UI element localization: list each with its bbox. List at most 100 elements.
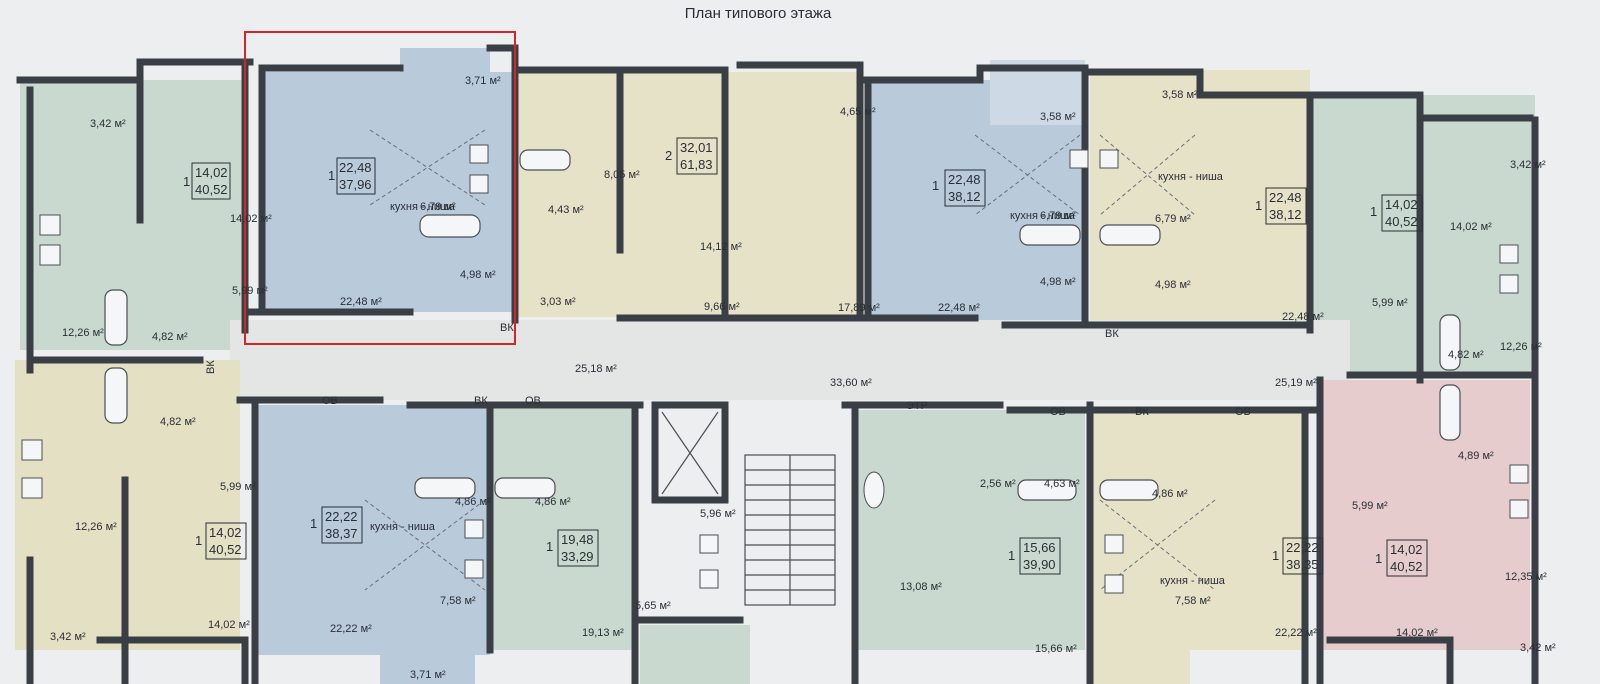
unit-living-area: 22,48 bbox=[948, 172, 981, 187]
kitchen-niche-label: кухня - ниша bbox=[1010, 210, 1076, 222]
room-area: 22,22 м² bbox=[330, 623, 372, 635]
room-area: 17,89 м² bbox=[838, 302, 880, 314]
unit-total-area: 37,96 bbox=[339, 177, 372, 192]
room-area: 4,82 м² bbox=[152, 331, 188, 343]
unit-rooms: 1 bbox=[1255, 198, 1262, 213]
room-area: 5,99 м² bbox=[220, 481, 256, 493]
kitchen-niche-label: ОВ bbox=[525, 395, 541, 407]
kitchen-niche-label: ВК bbox=[205, 360, 217, 374]
unit-rooms: 1 bbox=[1370, 204, 1377, 219]
unit-rooms: 1 bbox=[310, 516, 317, 531]
room-area: 14,02 м² bbox=[1450, 221, 1492, 233]
unit-rooms: 1 bbox=[1272, 548, 1279, 563]
room-area: 5,96 м² bbox=[700, 508, 736, 520]
selected-apartment-highlight bbox=[244, 31, 516, 345]
unit-rooms: 1 bbox=[932, 178, 939, 193]
unit-total-area: 39,90 bbox=[1023, 557, 1056, 572]
room-area: 14,02 м² bbox=[1396, 627, 1438, 639]
room-area: 4,82 м² bbox=[160, 416, 196, 428]
bathtubs bbox=[104, 149, 1461, 501]
kitchen-niche-label: кухня - ниша bbox=[390, 201, 456, 213]
room-area: 5,99 м² bbox=[232, 285, 268, 297]
room-area: 5,65 м² bbox=[635, 600, 671, 612]
kitchen-niche-label: ОВ bbox=[1050, 406, 1066, 418]
room-area: 5,99 м² bbox=[1352, 500, 1388, 512]
room-area: 8,05 м² bbox=[604, 169, 640, 181]
room-area: 9,66 м² bbox=[704, 301, 740, 313]
unit-living-area: 14,02 bbox=[209, 525, 242, 540]
room-area: 14,12 м² bbox=[700, 241, 742, 253]
room-area: 15,66 м² bbox=[1035, 643, 1077, 655]
room-area: 4,98 м² bbox=[1155, 279, 1191, 291]
room-area: 3,58 м² bbox=[1162, 89, 1198, 101]
kitchen-niche-label: кухня - ниша bbox=[1160, 575, 1226, 587]
room-area: 4,98 м² bbox=[460, 269, 496, 281]
room-area: 22,48 м² bbox=[938, 302, 980, 314]
unit-rooms: 1 bbox=[195, 533, 202, 548]
unit-living-area: 22,22 bbox=[325, 509, 358, 524]
room-area: 4,98 м² bbox=[1040, 276, 1076, 288]
unit-living-area: 22,22 bbox=[1286, 540, 1319, 555]
unit-total-area: 38,12 bbox=[1269, 207, 1302, 222]
room-area: 3,71 м² bbox=[410, 669, 446, 681]
room-area: 4,86 м² bbox=[535, 496, 571, 508]
room-area: 4,63 м² bbox=[1044, 478, 1080, 490]
room-area: 4,65 м² bbox=[840, 106, 876, 118]
unit-living-area: 19,48 bbox=[561, 532, 594, 547]
room-area: 4,43 м² bbox=[548, 204, 584, 216]
unit-rooms: 2 bbox=[665, 148, 672, 163]
room-area: 3,42 м² bbox=[1510, 159, 1546, 171]
unit-total-area: 38,12 bbox=[948, 189, 981, 204]
kitchen-niche-label: ОВ bbox=[322, 395, 338, 407]
unit-labels: 1 14,02 40,52 1 22,48 37,96 2 32,01 61,8… bbox=[183, 137, 1428, 577]
plan-title: План типового этажа bbox=[685, 5, 832, 22]
kitchen-niche-label: ЭТР bbox=[906, 400, 928, 412]
unit-total-area: 61,83 bbox=[680, 157, 713, 172]
unit-total-area: 33,29 bbox=[561, 549, 594, 564]
kitchen-fixtures bbox=[21, 144, 1529, 594]
room-area: 7,58 м² bbox=[1175, 595, 1211, 607]
unit-total-area: 40,52 bbox=[195, 182, 228, 197]
room-area: 19,13 м² bbox=[582, 627, 624, 639]
room-area: 4,86 м² bbox=[1152, 488, 1188, 500]
room-area: 25,19 м² bbox=[1275, 377, 1317, 389]
unit-total-area: 40,52 bbox=[1385, 214, 1418, 229]
unit-living-area: 32,01 bbox=[680, 140, 713, 155]
room-area: 22,22 м² bbox=[1275, 627, 1317, 639]
room-area: 14,02 м² bbox=[230, 213, 272, 225]
marker-labels: кухня - ниша кухня - ниша кухня - ниша к… bbox=[205, 171, 1251, 587]
kitchen-niche-label: ВК bbox=[1135, 406, 1149, 418]
unit-rooms: 1 bbox=[328, 168, 335, 183]
room-area: 12,26 м² bbox=[1500, 341, 1542, 353]
room-area: 7,58 м² bbox=[440, 595, 476, 607]
unit-living-area: 22,48 bbox=[339, 160, 372, 175]
room-area: 4,82 м² bbox=[1448, 349, 1484, 361]
room-area: 12,26 м² bbox=[75, 521, 117, 533]
kitchen-niche-label: ВК bbox=[1105, 328, 1119, 340]
room-area-labels: 3,42 м² 14,02 м² 5,99 м² 12,26 м² 4,82 м… bbox=[50, 75, 1556, 681]
unit-living-area: 14,02 bbox=[1385, 197, 1418, 212]
unit-rooms: 1 bbox=[546, 539, 553, 554]
unit-rooms: 1 bbox=[183, 174, 190, 189]
kitchen-niche-label: ВК bbox=[474, 395, 488, 407]
kitchen-niche-label: ВК bbox=[500, 322, 514, 334]
unit-total-area: 38,35 bbox=[1286, 557, 1319, 572]
unit-living-area: 15,66 bbox=[1023, 540, 1056, 555]
unit-total-area: 40,52 bbox=[209, 542, 242, 557]
room-area: 3,03 м² bbox=[540, 296, 576, 308]
kitchen-niche-label: ОВ bbox=[1235, 406, 1251, 418]
room-fills bbox=[15, 48, 1535, 684]
room-area: 12,26 м² bbox=[62, 327, 104, 339]
room-area: 6,79 м² bbox=[1040, 210, 1076, 222]
room-area: 3,42 м² bbox=[90, 118, 126, 130]
room-area: 2,56 м² bbox=[980, 478, 1016, 490]
unit-living-area: 14,02 bbox=[1390, 542, 1423, 557]
room-area: 3,71 м² bbox=[465, 75, 501, 87]
stair-core bbox=[661, 411, 836, 606]
unit-rooms: 1 bbox=[1375, 551, 1382, 566]
unit-total-area: 38,37 bbox=[325, 526, 358, 541]
unit-living-area: 14,02 bbox=[195, 165, 228, 180]
unit-total-area: 40,52 bbox=[1390, 559, 1423, 574]
unit-living-area: 22,48 bbox=[1269, 190, 1302, 205]
